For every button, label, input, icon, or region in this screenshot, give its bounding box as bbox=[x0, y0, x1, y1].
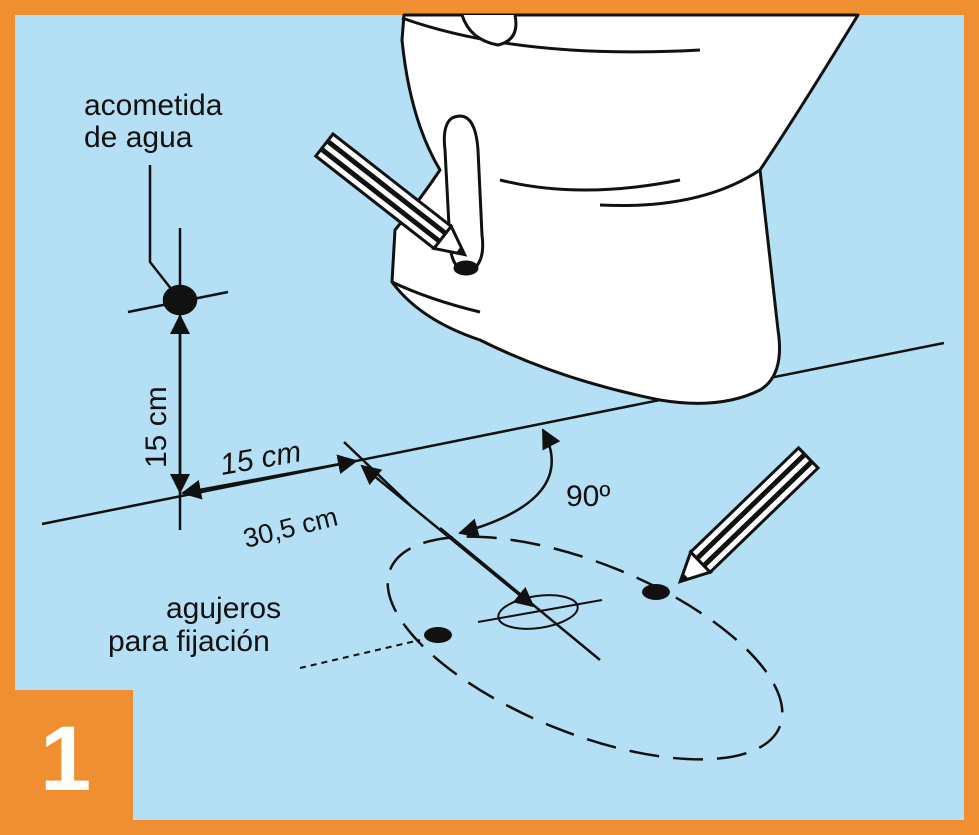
label-angle-90: 90º bbox=[566, 480, 610, 513]
label-holes-1: agujeros bbox=[166, 592, 281, 625]
fixing-hole-left bbox=[424, 627, 452, 643]
step-badge bbox=[15, 690, 133, 820]
label-holes-2: para fijación bbox=[108, 625, 270, 658]
holes-leader-line bbox=[299, 639, 421, 669]
pencil-icon bbox=[677, 445, 821, 584]
fixing-hole-right bbox=[642, 584, 670, 600]
label-vertical-15cm: 15 cm bbox=[140, 386, 173, 468]
base-outline bbox=[386, 535, 784, 761]
right-angle-arc bbox=[458, 428, 561, 538]
step-number: 1 bbox=[40, 708, 91, 810]
label-water-inlet-2: de agua bbox=[84, 121, 193, 154]
pencil-icon bbox=[313, 131, 468, 257]
center-dimension bbox=[360, 464, 601, 661]
toilet-base-illustration bbox=[390, 13, 860, 405]
label-water-inlet-1: acometida bbox=[84, 89, 223, 122]
water-inlet-marker bbox=[127, 165, 229, 530]
drain-center-mark bbox=[477, 594, 603, 630]
